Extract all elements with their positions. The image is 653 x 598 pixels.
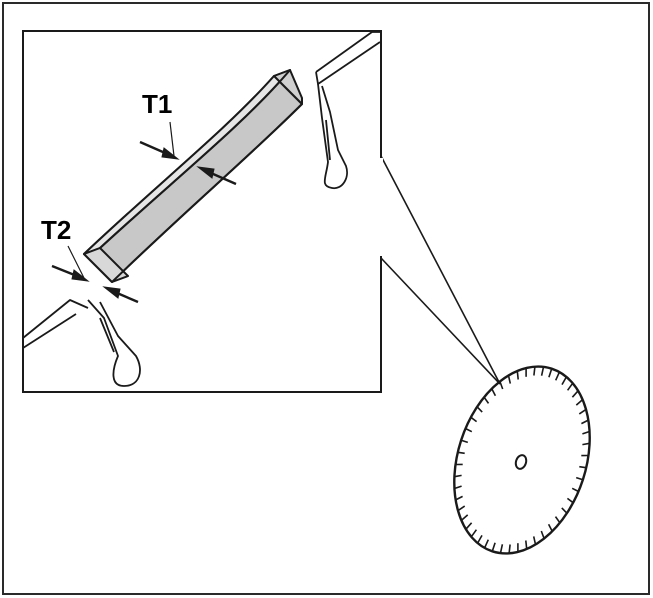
blade-tooth-gap	[540, 366, 545, 376]
blade-tooth-gap	[548, 368, 553, 378]
blade-tooth-gap	[547, 523, 553, 532]
gullet-lower	[87, 299, 141, 387]
t1-dimension	[139, 121, 237, 186]
blade-tooth-gap	[457, 451, 465, 455]
blade-tooth-gap	[470, 416, 478, 423]
blade-tooth-gap	[454, 485, 462, 490]
blade-tooth-gap	[454, 474, 462, 478]
blade-tooth-gap	[540, 530, 545, 539]
blade-tooth-gap	[476, 406, 483, 413]
blade-tooth-gap	[460, 439, 469, 444]
blade-tooth-gap	[578, 408, 587, 415]
blade-tooth-gap	[582, 430, 590, 435]
blade-arbor-hole	[514, 454, 528, 470]
t2-dimension	[51, 245, 139, 304]
blade-tooth-gap	[575, 398, 584, 406]
blade-tooth-gap	[507, 375, 512, 384]
blade-tooth-gap	[516, 370, 519, 380]
segment-ridge	[99, 69, 291, 249]
segment-far-end	[273, 69, 303, 105]
blade-tooth-gap	[579, 465, 587, 469]
inset-contents	[22, 31, 381, 387]
blade-tooth-gap	[455, 495, 463, 501]
blade-tooth-gap	[465, 427, 473, 433]
blade-tooth-gap	[571, 487, 579, 493]
saw-blade	[453, 365, 591, 555]
blade-tooth-gap	[561, 507, 568, 514]
blade-tooth-gap	[581, 419, 589, 425]
blade-tooth-gap	[491, 542, 496, 552]
blade-tooth-gap	[483, 396, 490, 404]
t1-label: T1	[142, 89, 172, 119]
blade-tooth-gap	[525, 540, 528, 550]
blade-teeth	[454, 366, 590, 554]
blade-tooth-gap	[483, 539, 490, 549]
blade-tooth-gap	[491, 388, 497, 397]
blade-tooth-gap	[457, 505, 466, 512]
blade-tooth-gap	[575, 476, 584, 481]
blade-tooth-gap	[582, 442, 590, 446]
blade-rim	[453, 365, 591, 555]
blade-tooth-gap	[561, 376, 568, 385]
gullet-upper	[317, 83, 348, 190]
callout-lines	[380, 155, 501, 385]
blade-tooth-gap	[532, 536, 537, 545]
blade-tooth-gap	[566, 497, 574, 504]
blade-tooth-gap	[499, 381, 504, 390]
blade-tooth-gap	[476, 535, 483, 544]
t2-label: T2	[41, 215, 71, 245]
blade-tooth-gap	[566, 382, 574, 391]
blade-tooth-gap	[571, 390, 579, 398]
blade-tooth-gap	[554, 516, 561, 524]
blade-tooth-gap	[554, 371, 561, 381]
inset-box	[22, 30, 382, 393]
blade-tooth-gap	[508, 544, 511, 554]
segment-edge	[111, 103, 303, 283]
segment-end-face	[83, 247, 129, 283]
blade-body-lower	[22, 299, 89, 349]
blade-tooth-gap	[465, 522, 473, 530]
blade-tooth-gap	[533, 366, 536, 376]
blade-tooth-gap	[470, 529, 478, 538]
blade-tooth-gap	[499, 544, 504, 554]
segment-bar	[83, 69, 303, 283]
blade-tooth-gap	[460, 514, 469, 522]
